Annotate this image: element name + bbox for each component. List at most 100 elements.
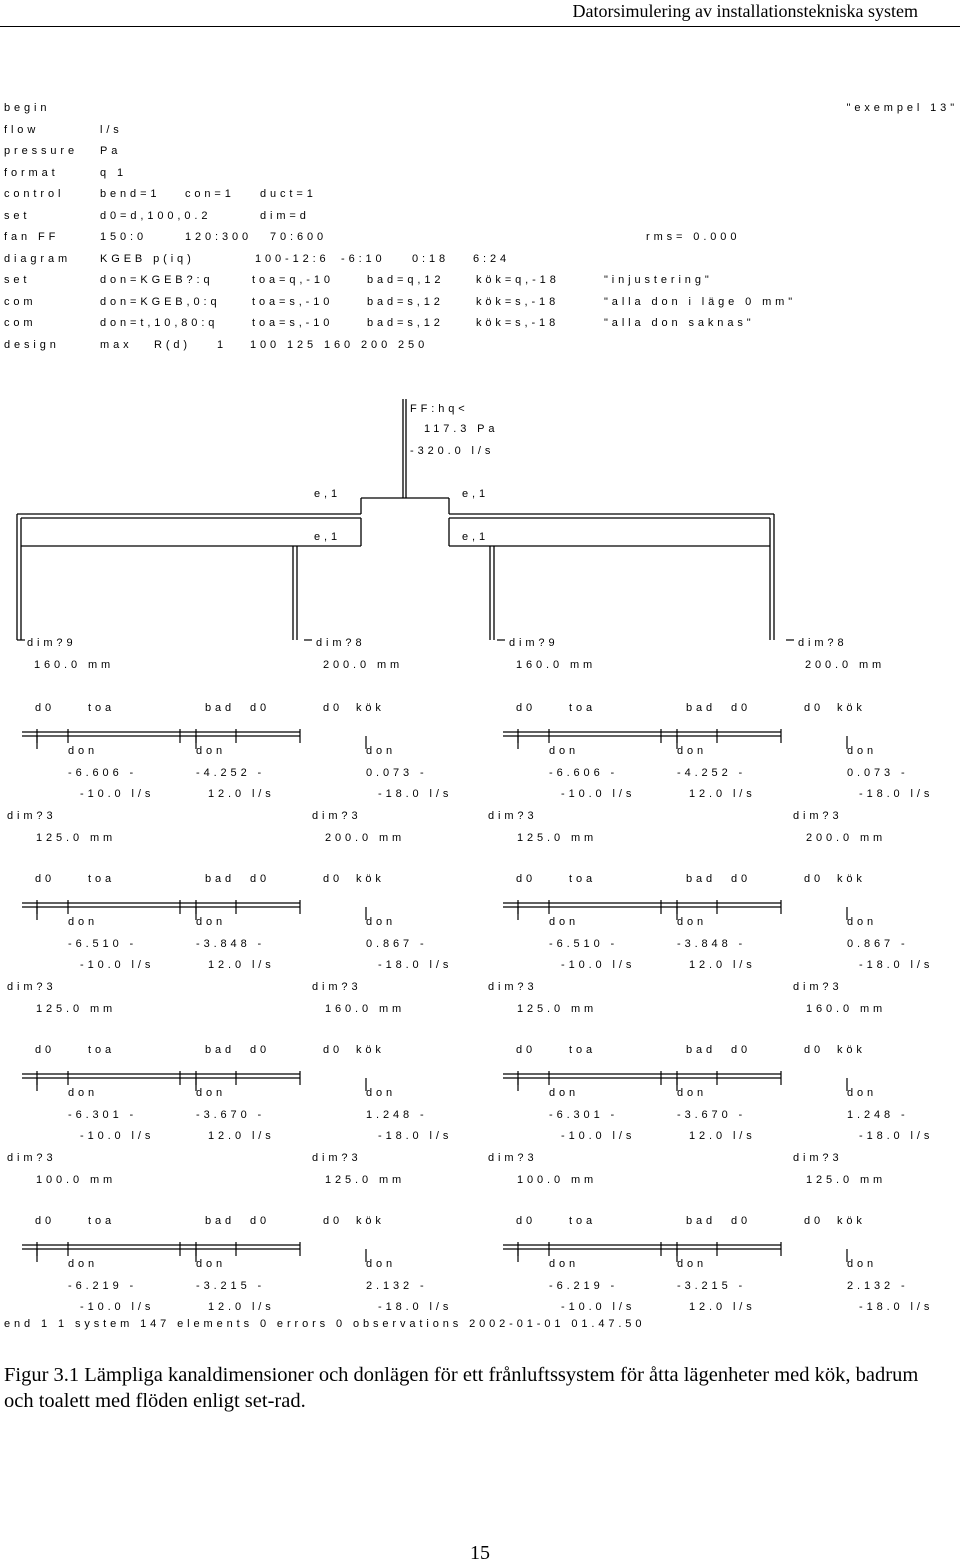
riser-dim-label: dim?3 xyxy=(488,981,537,993)
terminal-setpoint: -4.252 - xyxy=(196,767,265,779)
bend-label: e,1 xyxy=(314,488,341,500)
terminal-don-label: don xyxy=(196,1258,226,1270)
terminal-don-label: don xyxy=(677,1087,707,1099)
terminal-setpoint: -3.215 - xyxy=(677,1280,746,1292)
terminal-don-label: don xyxy=(549,916,579,928)
fan-pressure: 117.3 Pa xyxy=(424,423,498,435)
riser-size-label: 160.0 mm xyxy=(325,1003,405,1015)
terminal-setpoint: 1.248 - xyxy=(847,1109,909,1121)
terminal-flow: -18.0 l/s xyxy=(378,959,452,971)
terminal-setpoint: -6.510 - xyxy=(549,938,618,950)
terminal-flow: -10.0 l/s xyxy=(561,1130,635,1142)
listing-value: don=t,10,80:q xyxy=(100,317,219,329)
terminal-d0-label: d0 xyxy=(804,873,824,885)
terminal-flow: -10.0 l/s xyxy=(80,788,154,800)
running-header: Datorsimulering av installationstekniska… xyxy=(0,0,960,27)
terminal-bad-label: bad xyxy=(686,1044,716,1056)
terminal-don-label: don xyxy=(549,1258,579,1270)
terminal-flow: 12.0 l/s xyxy=(208,959,275,971)
listing-value: 70:600 xyxy=(270,231,328,243)
terminal-d0-label: d0 xyxy=(323,1044,343,1056)
listing-value: dim=d xyxy=(260,209,310,222)
terminal-kok-label: kök xyxy=(837,1044,866,1056)
riser-dim-label: dim?3 xyxy=(793,810,842,822)
terminal-don-label: don xyxy=(847,1087,877,1099)
bend-label: e,1 xyxy=(314,531,341,543)
terminal-d0-label: d0 xyxy=(35,702,55,714)
terminal-flow: -10.0 l/s xyxy=(80,1301,154,1313)
listing-keyword: com xyxy=(4,317,37,329)
listing-value: q 1 xyxy=(100,166,127,179)
listing-value: bad=q,12 xyxy=(367,274,445,286)
terminal-don-label: don xyxy=(677,1258,707,1270)
listing-value: 100 xyxy=(255,252,286,265)
terminal-don-label: don xyxy=(366,745,396,757)
branch-size-label: 160.0 mm xyxy=(516,659,596,671)
terminal-setpoint: -6.606 - xyxy=(68,767,137,779)
terminal-setpoint: -4.252 - xyxy=(677,767,746,779)
riser-size-label: 100.0 mm xyxy=(517,1174,597,1186)
terminal-kok-label: kök xyxy=(356,1044,385,1056)
terminal-d0-label: d0 xyxy=(516,1215,536,1227)
terminal-d0-label: d0 xyxy=(731,1044,751,1056)
terminal-setpoint: -6.301 - xyxy=(68,1109,137,1121)
terminal-don-label: don xyxy=(847,745,877,757)
terminal-kok-label: kök xyxy=(356,702,385,714)
listing-value: toa=q,-10 xyxy=(252,274,334,286)
terminal-toa-label: toa xyxy=(569,873,596,885)
terminal-flow: -10.0 l/s xyxy=(80,959,154,971)
riser-size-label: 125.0 mm xyxy=(325,1174,405,1186)
terminal-don-label: don xyxy=(68,1087,98,1099)
terminal-d0-label: d0 xyxy=(731,873,751,885)
terminal-d0-label: d0 xyxy=(323,873,343,885)
terminal-flow: -18.0 l/s xyxy=(378,1130,452,1142)
listing-value: 6:24 xyxy=(473,252,511,265)
terminal-setpoint: -3.848 - xyxy=(677,938,746,950)
terminal-don-label: don xyxy=(366,916,396,928)
listing-value: don=KGEB,0:q xyxy=(100,295,221,308)
terminal-don-label: don xyxy=(196,1087,226,1099)
terminal-d0-label: d0 xyxy=(731,1215,751,1227)
terminal-d0-label: d0 xyxy=(323,702,343,714)
terminal-bad-label: bad xyxy=(686,702,716,714)
end-summary-line: end 1 1 system 147 elements 0 errors 0 o… xyxy=(4,1318,646,1330)
bend-label: e,1 xyxy=(462,531,489,543)
terminal-d0-label: d0 xyxy=(516,1044,536,1056)
riser-dim-label: dim?3 xyxy=(793,1152,842,1164)
terminal-flow: -10.0 l/s xyxy=(561,959,635,971)
terminal-setpoint: -6.301 - xyxy=(549,1109,618,1121)
terminal-flow: 12.0 l/s xyxy=(689,1301,756,1313)
listing-keyword: format xyxy=(4,166,59,179)
terminal-toa-label: toa xyxy=(569,702,596,714)
listing-value: Pa xyxy=(100,145,122,157)
example-label: "exempel 13" xyxy=(846,102,958,114)
listing-value: bend=1 xyxy=(100,188,161,200)
page-number: 15 xyxy=(470,1542,490,1564)
branch-size-label: 200.0 mm xyxy=(805,659,885,671)
terminal-setpoint: -3.670 - xyxy=(196,1109,265,1121)
riser-dim-label: dim?3 xyxy=(312,981,361,993)
terminal-don-label: don xyxy=(366,1087,396,1099)
listing-value: -6:10 xyxy=(341,252,386,265)
terminal-don-label: don xyxy=(549,1087,579,1099)
riser-size-label: 125.0 mm xyxy=(517,832,597,844)
listing-keyword: design xyxy=(4,338,60,351)
listing-value: 100 125 160 200 250 xyxy=(250,338,429,351)
figure-caption: Figur 3.1 Lämpliga kanaldimensioner och … xyxy=(4,1364,919,1412)
terminal-toa-label: toa xyxy=(569,1044,596,1056)
terminal-d0-label: d0 xyxy=(516,873,536,885)
listing-value: kök=s,-18 xyxy=(476,295,560,308)
terminal-setpoint: -6.219 - xyxy=(68,1280,137,1292)
terminal-d0-label: d0 xyxy=(35,873,55,885)
terminal-don-label: don xyxy=(847,916,877,928)
listing-keyword: control xyxy=(4,188,65,200)
terminal-flow: -18.0 l/s xyxy=(378,1301,452,1313)
terminal-d0-label: d0 xyxy=(35,1044,55,1056)
riser-dim-label: dim?3 xyxy=(7,810,56,822)
terminal-don-label: don xyxy=(677,916,707,928)
terminal-setpoint: 0.867 - xyxy=(366,938,428,950)
riser-dim-label: dim?3 xyxy=(488,1152,537,1164)
riser-dim-label: dim?3 xyxy=(7,1152,56,1164)
terminal-setpoint: -3.670 - xyxy=(677,1109,746,1121)
listing-value: bad=s,12 xyxy=(367,295,444,308)
